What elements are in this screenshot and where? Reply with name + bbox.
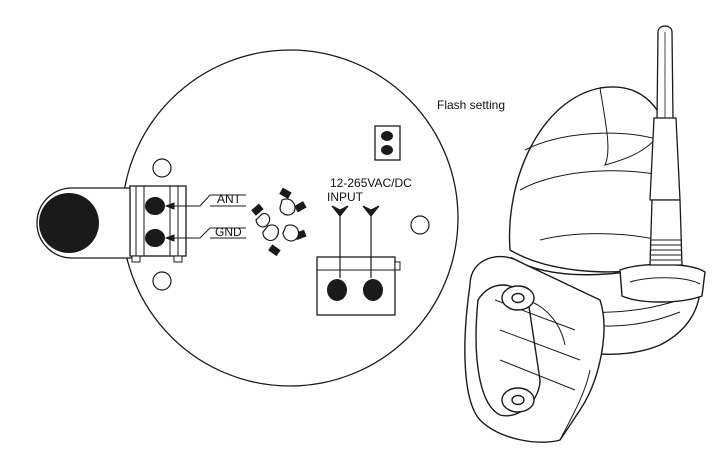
bridge-components	[251, 187, 307, 257]
terminal-screw-gnd	[145, 229, 165, 247]
mount-hole-bottom	[152, 271, 172, 291]
antenna-leader-lines	[164, 194, 246, 242]
device-dome	[508, 86, 676, 273]
gnd-label: GND	[215, 225, 242, 239]
flash-setting-jumper	[374, 125, 401, 161]
terminal-block-left	[129, 185, 187, 263]
power-terminal-block	[316, 256, 401, 316]
antenna-plug	[39, 193, 99, 253]
device-housing	[464, 86, 706, 443]
ant-label: ANT	[217, 192, 241, 206]
flash-setting-label: Flash setting	[437, 98, 506, 112]
power-screw-right	[363, 279, 383, 301]
antenna-connector	[36, 187, 133, 259]
mount-hole-right	[410, 215, 430, 235]
input-label: INPUT	[327, 190, 363, 204]
device-antenna	[649, 25, 683, 266]
mount-hole-top	[152, 158, 172, 178]
terminal-screw-ant	[145, 197, 165, 215]
power-screw-left	[327, 279, 347, 301]
input-arrows	[331, 205, 380, 278]
voltage-label: 12-265VAC/DC	[330, 176, 412, 190]
